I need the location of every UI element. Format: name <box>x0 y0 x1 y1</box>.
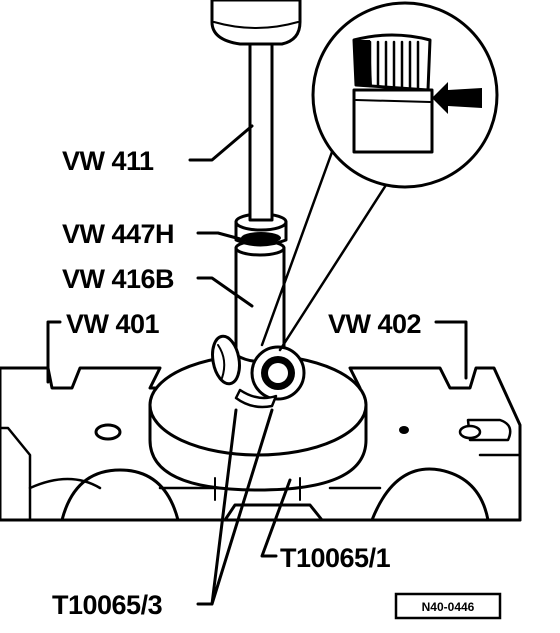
leader-lines <box>46 124 468 606</box>
label-vw402: VW 402 <box>328 309 421 339</box>
vw411-rod <box>210 0 302 222</box>
reference-box: N40-0446 <box>394 592 502 620</box>
reference-number: N40-0446 <box>422 600 475 614</box>
detail-magnifier <box>260 1 499 352</box>
detail-part <box>352 33 482 154</box>
label-t10065-3: T10065/3 <box>52 590 163 620</box>
label-t10065-1: T10065/1 <box>280 543 391 573</box>
label-vw447h: VW 447H <box>62 219 174 249</box>
t10065-3-parts <box>211 334 306 409</box>
label-vw411: VW 411 <box>62 146 154 176</box>
label-vw416b: VW 416B <box>62 264 174 294</box>
labels: VW 411 VW 447H VW 416B VW 401 VW 402 T10… <box>52 146 422 620</box>
label-vw401: VW 401 <box>66 309 160 339</box>
